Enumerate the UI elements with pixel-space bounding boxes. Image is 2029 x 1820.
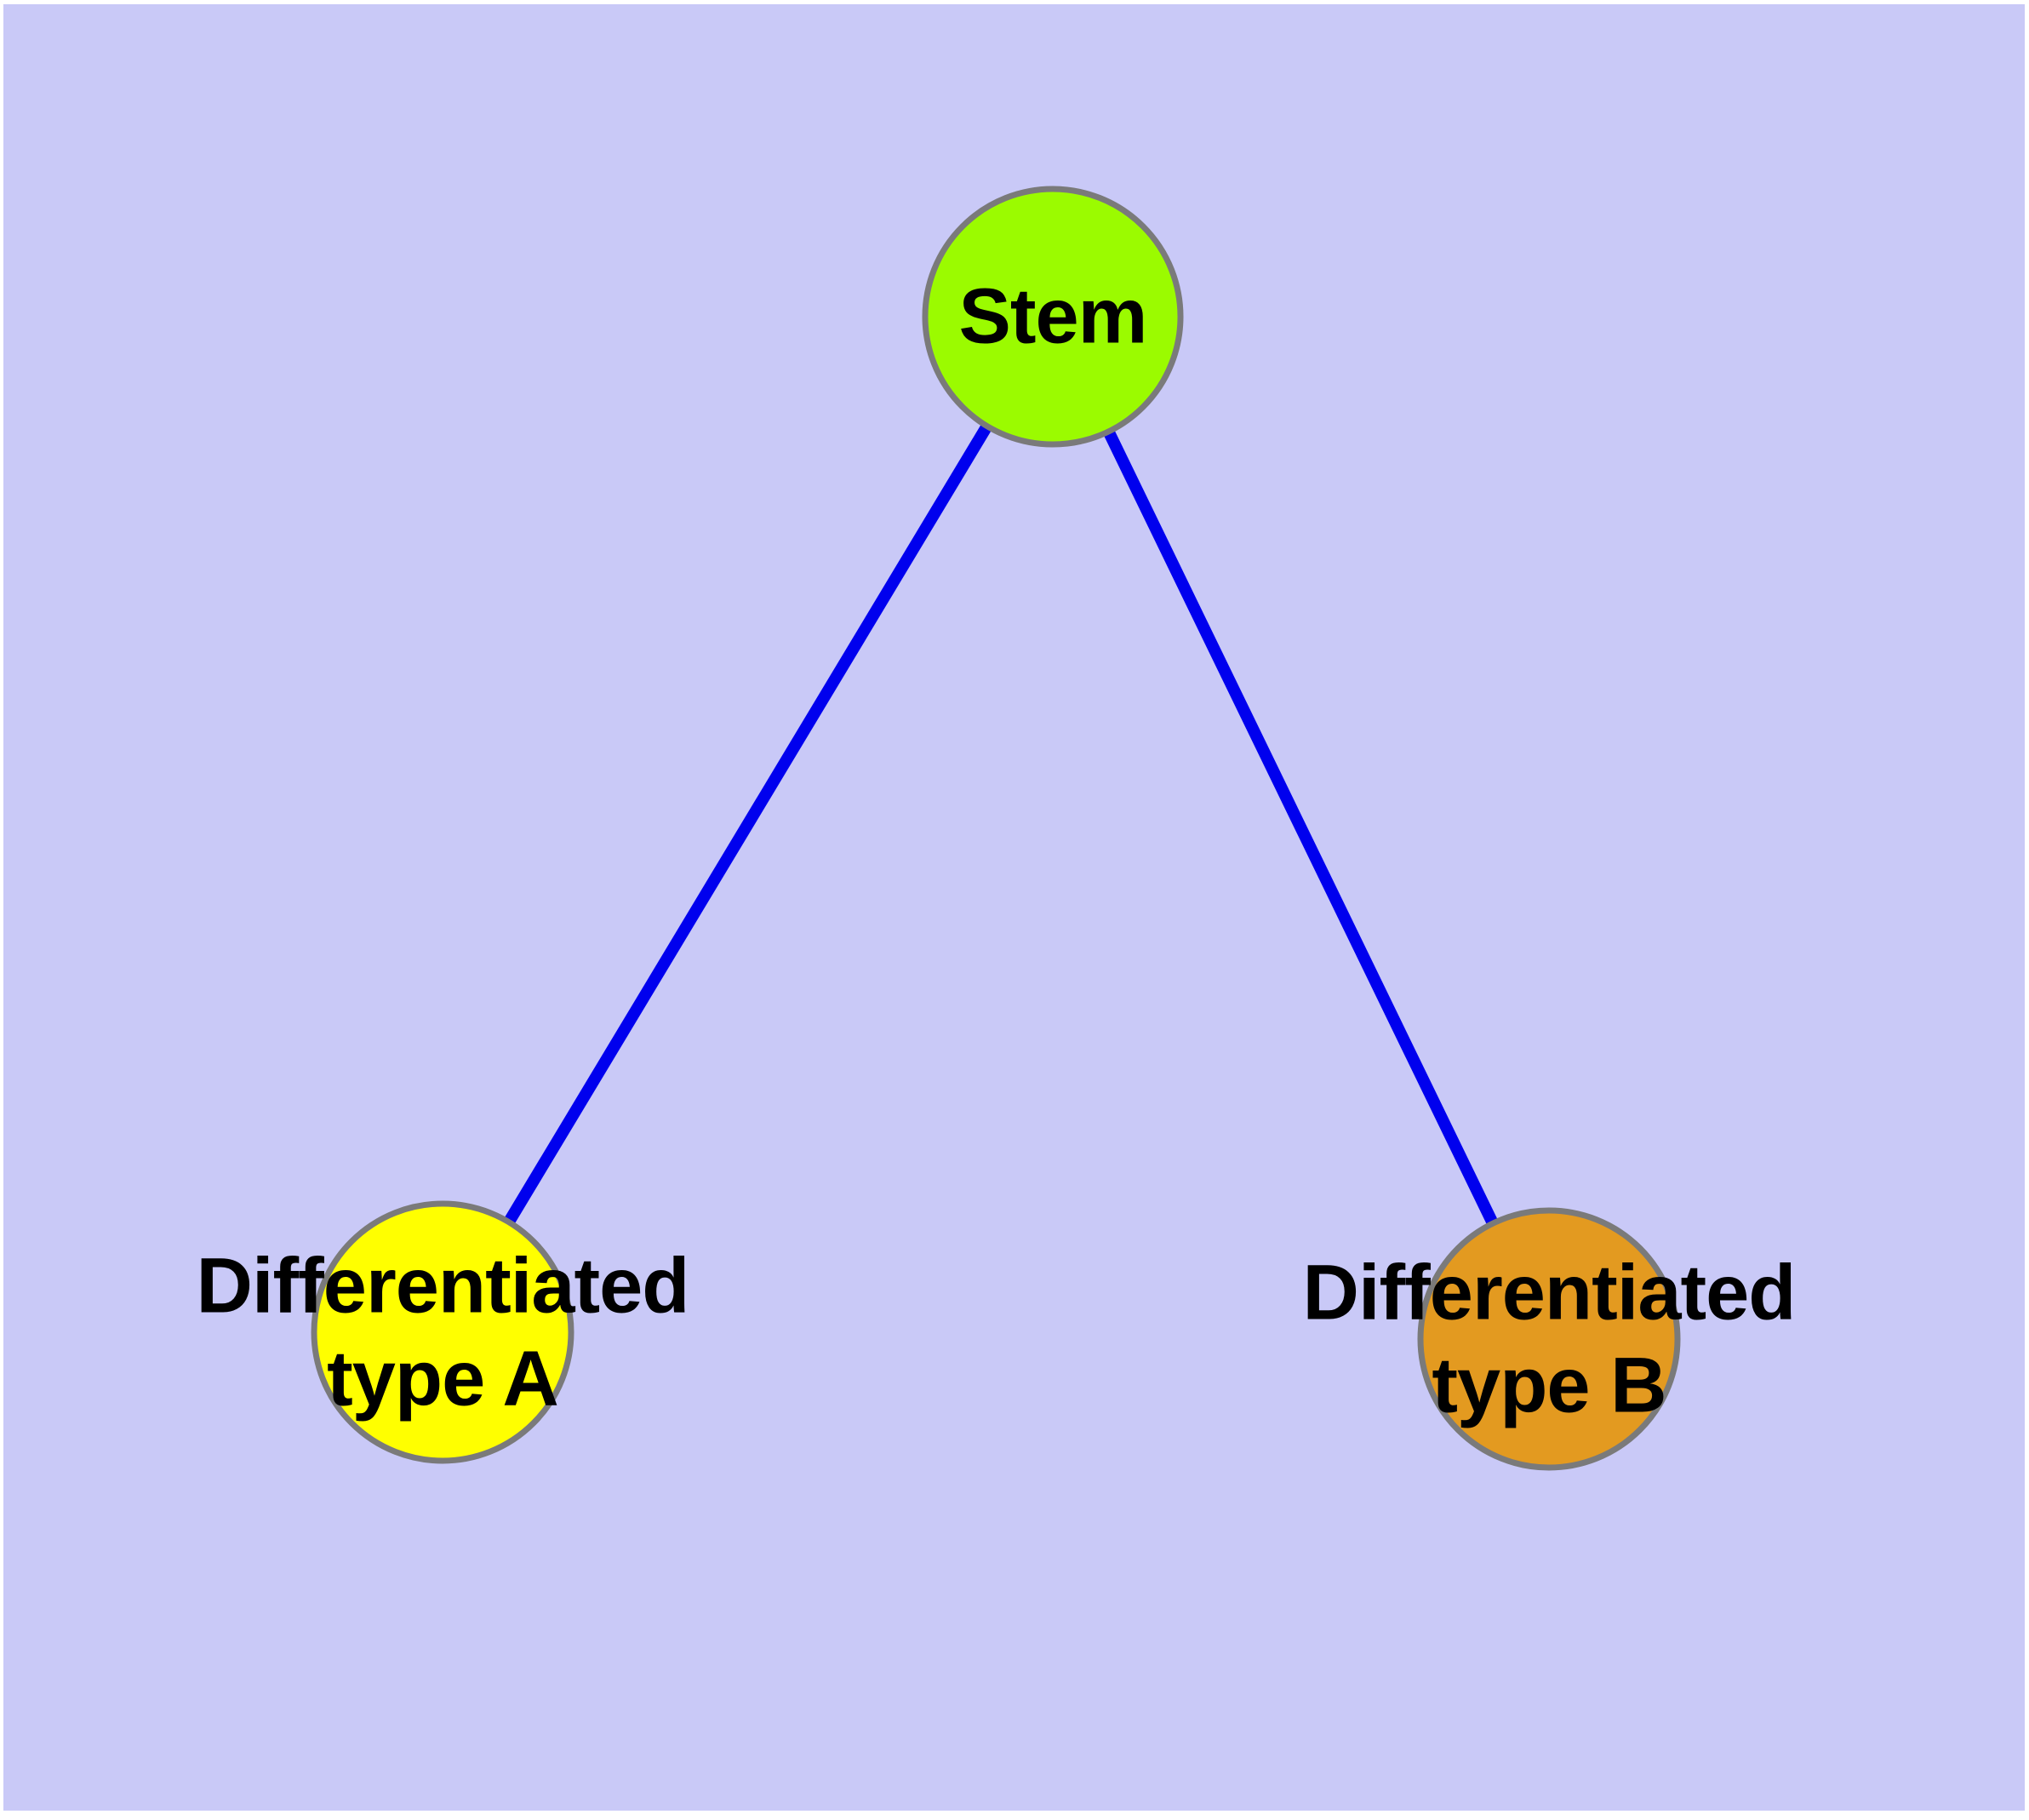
edge-stem-diff-a [437,313,1058,1336]
node-diff-b [1417,1207,1681,1471]
node-stem [922,186,1184,448]
edge-stem-diff-b [1047,313,1555,1342]
node-diff-a [311,1200,574,1464]
